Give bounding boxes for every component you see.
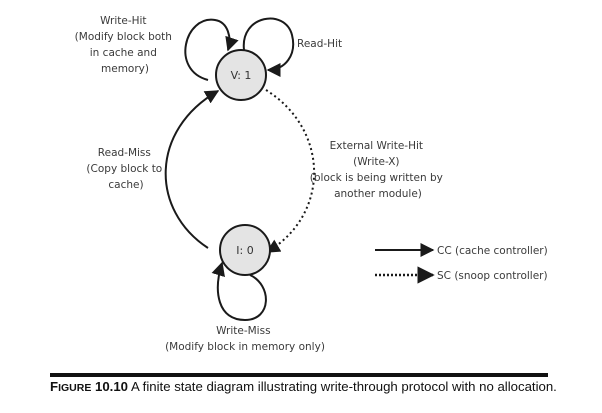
legend-sc-label: SC (snoop controller) — [437, 270, 548, 282]
state-valid-circle — [215, 49, 267, 101]
caption-text: A finite state diagram illustrating writ… — [130, 379, 557, 394]
state-valid: V: 1 — [215, 49, 267, 101]
external-write-hit-label: External Write-Hit (Write-X) (block is b… — [310, 140, 446, 200]
figure-label: FIGURE 10.10 — [50, 379, 128, 394]
external-write-hit-arrow — [265, 89, 316, 253]
read-hit-label: Read-Hit — [297, 38, 342, 50]
figure-label-initial: F — [50, 379, 59, 394]
state-invalid: I: 0 — [219, 224, 271, 276]
legend: CC (cache controller) SC (snoop controll… — [375, 243, 548, 284]
state-invalid-circle — [219, 224, 271, 276]
read-miss-arrow — [164, 90, 220, 249]
figure-number: 10.10 — [95, 379, 129, 394]
write-miss-label: Write-Miss (Modify block in memory only) — [165, 325, 325, 353]
read-hit-loop-arrow — [242, 17, 295, 77]
state-valid-label: V: 1 — [231, 69, 252, 82]
write-hit-loop-arrow — [184, 18, 239, 81]
read-miss-label: Read-Miss (Copy block to cache) — [86, 147, 165, 191]
write-miss-loop-arrow — [211, 261, 267, 322]
legend-item-cc: CC (cache controller) — [375, 243, 548, 257]
state-diagram: V: 1 I: 0 Write-Hit (Modify block both i… — [75, 15, 548, 353]
legend-item-sc: SC (snoop controller) — [375, 266, 548, 284]
figure-label-rest: IGURE — [58, 382, 92, 394]
legend-cc-label: CC (cache controller) — [437, 245, 548, 257]
state-invalid-label: I: 0 — [236, 244, 253, 257]
write-hit-label: Write-Hit (Modify block both in cache an… — [75, 15, 176, 75]
figure-caption: FIGURE 10.10 A finite state diagram illu… — [50, 379, 570, 396]
caption-divider — [50, 373, 548, 377]
